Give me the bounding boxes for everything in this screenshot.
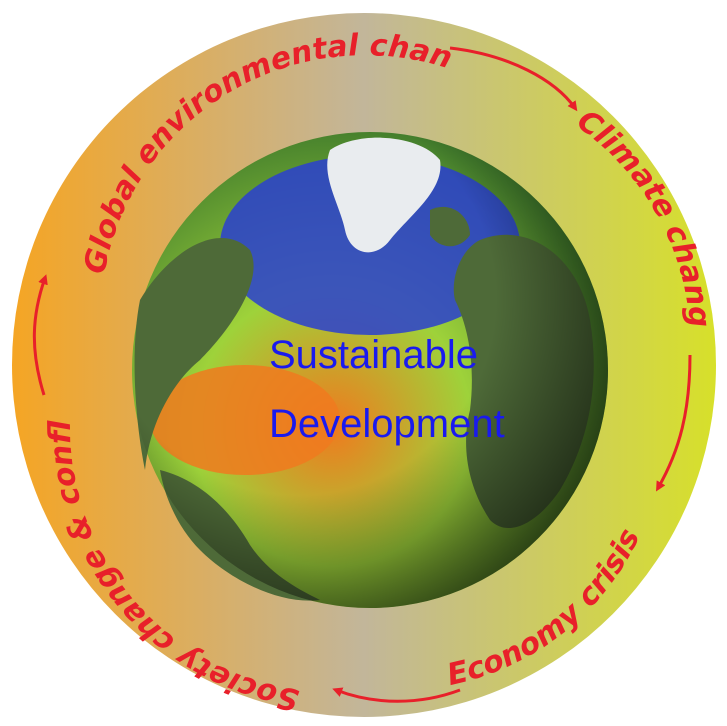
globe-icon bbox=[132, 132, 608, 608]
arrow-icon bbox=[32, 274, 48, 396]
center-title-line1: Sustainable bbox=[269, 333, 478, 377]
arrow-icon bbox=[655, 354, 692, 492]
arrow-icon bbox=[332, 687, 461, 703]
center-title-line2: Development bbox=[269, 402, 505, 446]
arrow-icon bbox=[449, 46, 578, 112]
